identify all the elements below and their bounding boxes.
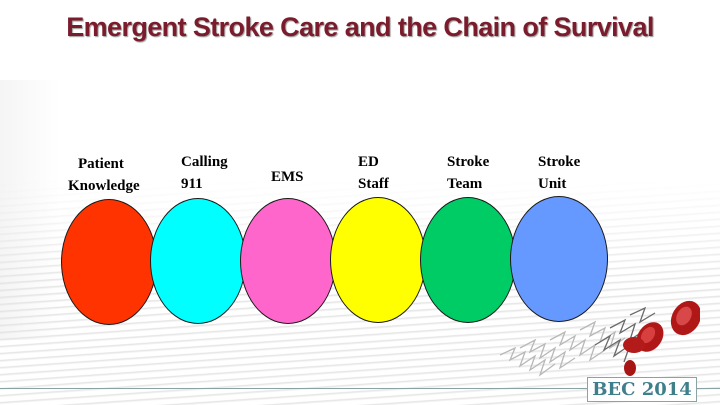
chain-link-stroke-team (420, 197, 516, 323)
label-line1: EMS (271, 169, 304, 185)
label-stroke-unit: Stroke Unit (538, 151, 580, 195)
label-line1: Calling (181, 154, 228, 170)
label-line1: Stroke (538, 154, 581, 170)
label-line2: 911 (181, 176, 203, 192)
label-line2: Team (447, 176, 483, 192)
label-line2: Staff (358, 176, 389, 192)
chain-link-ed-staff (330, 197, 426, 323)
label-line1: ED (358, 154, 379, 170)
label-line1: Patient (78, 156, 124, 172)
chain-link-ems (240, 198, 336, 324)
label-line2: Unit (538, 176, 567, 192)
stent-blood-cells-icon (500, 300, 700, 377)
label-calling-911: Calling 911 (181, 151, 228, 195)
slide-title: Emergent Stroke Care and the Chain of Su… (66, 12, 654, 42)
label-line1: Stroke (447, 154, 490, 170)
label-stroke-team: Stroke Team (447, 151, 489, 195)
chain-link-stroke-unit (510, 196, 608, 322)
label-line2: Knowledge (68, 178, 140, 194)
label-ems: EMS (271, 166, 304, 188)
bec-2014-badge: BEC 2014 (587, 377, 697, 402)
label-ed-staff: ED Staff (358, 151, 389, 195)
chain-link-patient-knowledge (61, 199, 157, 325)
background-fade (0, 80, 60, 340)
footer-divider (0, 388, 720, 389)
label-patient-knowledge: Patient Knowledge (68, 153, 140, 197)
chain-link-calling-911 (150, 198, 246, 324)
